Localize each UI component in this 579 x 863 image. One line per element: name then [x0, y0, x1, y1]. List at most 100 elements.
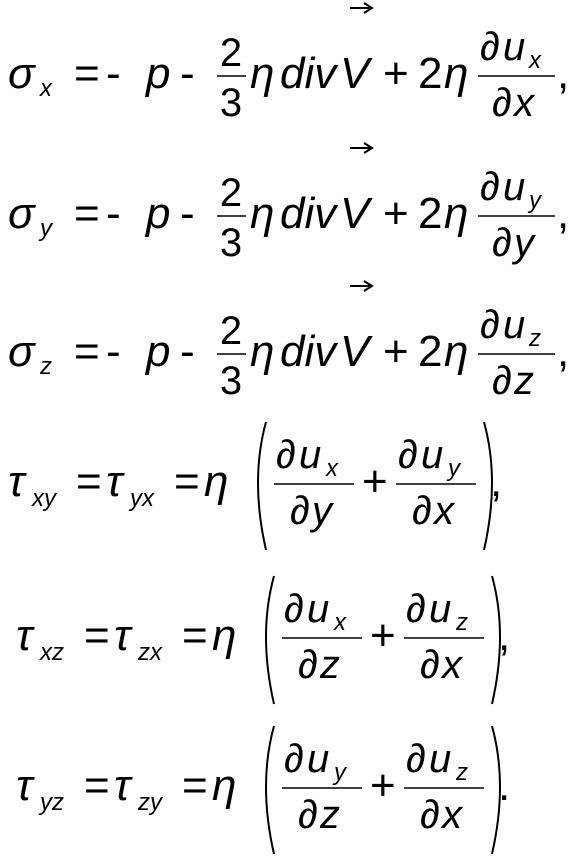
eq-sigma-y-div: div [280, 189, 339, 238]
eq-sigma-y-end-punctuation: , [557, 189, 569, 238]
eq-sigma-y-two: 2 [418, 189, 442, 238]
eq-tau-xz-term2-u: u [429, 587, 451, 631]
eq-tau-xz-term1-partial-bottom: ∂ [298, 643, 318, 687]
eq-sigma-x-two: 2 [418, 49, 442, 98]
eq-sigma-x-u-subscript: x [528, 47, 542, 74]
eq-sigma-x-u: u [503, 25, 525, 69]
eq-sigma-y-vector-arrow-head [363, 142, 374, 154]
eq-tau-xy-term1-variable: y [309, 489, 335, 533]
eq-tau-xy-mid-subscript: yx [128, 485, 155, 512]
eq-tau-yz-end-punctuation: . [498, 761, 510, 810]
eq-tau-xy-eta: η [204, 457, 228, 506]
eq-tau-xy-term2-partial-bottom: ∂ [412, 489, 432, 533]
eq-tau-xz-end-punctuation: , [498, 611, 510, 660]
eq-sigma-z-symbol: σ [8, 327, 36, 376]
eq-tau-xy-term2-u-subscript: y [446, 455, 462, 482]
eq-tau-xz-term2-u-subscript: z [455, 609, 468, 636]
eq-tau-yz-plus: + [370, 761, 396, 810]
eq-sigma-z-div: div [280, 327, 339, 376]
eq-tau-xy-symbol: τ [8, 457, 27, 506]
eq-sigma-x-div: div [280, 49, 339, 98]
eq-sigma-z-eta-1: η [250, 327, 274, 376]
eq-tau-xz-term1-partial-top: ∂ [284, 587, 304, 631]
eq-sigma-y-derivative-variable: y [511, 221, 537, 265]
eq-tau-yz-term1-variable: z [319, 793, 340, 837]
eq-tau-yz-equals-1: = [84, 761, 110, 810]
eq-tau-xy-end-punctuation: , [490, 457, 502, 506]
eq-sigma-z-u-subscript: z [528, 325, 541, 352]
eq-tau-yz-left-paren [265, 725, 275, 855]
eq-tau-xz-term1-u-subscript: x [333, 609, 347, 636]
eq-sigma-y-two-thirds-numerator: 2 [220, 171, 242, 215]
eq-sigma-x-eta-2: η [444, 49, 468, 98]
eq-sigma-y-equals: = [74, 189, 100, 238]
eq-sigma-z-pressure: p [144, 327, 170, 376]
eq-tau-xy-right-paren [483, 421, 493, 551]
eq-tau-yz-eta: η [212, 761, 236, 810]
eq-tau-yz-term2-variable: x [440, 793, 464, 837]
eq-tau-yz-symbol-2: τ [114, 761, 133, 810]
eq-sigma-y-two-thirds-denominator: 3 [220, 221, 242, 265]
eq-tau-yz-mid-subscript: zy [137, 789, 164, 816]
eq-sigma-y-u-subscript: y [527, 187, 543, 214]
eq-sigma-z-derivative-variable: z [513, 359, 534, 403]
eq-tau-xy-plus: + [362, 457, 388, 506]
eq-sigma-y-u: u [503, 165, 525, 209]
eq-sigma-x-partial-top: ∂ [480, 25, 500, 69]
eq-tau-xy-term2-variable: x [432, 489, 456, 533]
eq-sigma-z-equals: = [74, 327, 100, 376]
eq-tau-xz-left-paren [265, 575, 275, 705]
eq-tau-xz-equals-1: = [84, 611, 110, 660]
eq-sigma-x-equals: = [74, 49, 100, 98]
eq-tau-yz-term1-partial-bottom: ∂ [298, 793, 318, 837]
eq-tau-xy-equals-1: = [76, 457, 102, 506]
eq-tau-yz-term2-partial-bottom: ∂ [420, 793, 440, 837]
eq-sigma-z-end-punctuation: , [557, 327, 569, 376]
eq-sigma-z-eta-2: η [444, 327, 468, 376]
eq-sigma-x-minus-2: - [180, 49, 195, 98]
eq-sigma-x-end-punctuation: , [557, 49, 569, 98]
eq-sigma-z-two-thirds-numerator: 2 [220, 309, 242, 353]
eq-sigma-x-derivative-variable: x [512, 81, 536, 125]
eq-tau-xz-subscript: xz [39, 639, 64, 666]
eq-tau-xy-left-paren [257, 421, 267, 551]
eq-tau-xz-term2-variable: x [440, 643, 464, 687]
eq-sigma-z-two: 2 [418, 327, 442, 376]
eq-sigma-x-two-thirds-numerator: 2 [220, 31, 242, 75]
eq-tau-yz-equals-2: = [182, 761, 208, 810]
eq-tau-yz-term2-partial-top: ∂ [406, 737, 426, 781]
eq-sigma-z-partial-top: ∂ [480, 303, 500, 347]
eq-sigma-y-minus-1: - [106, 189, 121, 238]
eq-tau-xz-symbol-2: τ [114, 611, 133, 660]
eq-sigma-y-subscript: y [38, 215, 54, 242]
eq-sigma-x-vector-v: V [340, 49, 373, 98]
eq-sigma-z-vector-arrow-head [363, 280, 374, 292]
eq-sigma-z-minus-2: - [180, 327, 195, 376]
eq-sigma-z-two-thirds-denominator: 3 [220, 359, 242, 403]
eq-tau-xz-term2-partial-top: ∂ [406, 587, 426, 631]
eq-tau-xy-symbol-2: τ [106, 457, 125, 506]
eq-tau-yz-term1-u: u [307, 737, 329, 781]
eq-sigma-z-vector-v: V [340, 327, 373, 376]
eq-sigma-z-u: u [503, 303, 525, 347]
eq-tau-yz-right-paren [491, 725, 501, 855]
eq-tau-xz-equals-2: = [182, 611, 208, 660]
eq-sigma-x-pressure: p [144, 49, 170, 98]
eq-sigma-y-eta-2: η [444, 189, 468, 238]
eq-tau-xy-term1-u: u [299, 433, 321, 477]
eq-tau-xz-eta: η [212, 611, 236, 660]
eq-tau-xz-mid-subscript: zx [137, 639, 163, 666]
eq-tau-xz-term2-partial-bottom: ∂ [420, 643, 440, 687]
eq-tau-yz-term1-u-subscript: y [332, 759, 348, 786]
eq-tau-xz-term1-u: u [307, 587, 329, 631]
eq-tau-xy-subscript: xy [31, 485, 58, 512]
eq-sigma-y-partial-bottom: ∂ [492, 221, 512, 265]
eq-tau-yz-subscript: yz [38, 789, 64, 816]
eq-tau-xy-term2-u: u [421, 433, 443, 477]
eq-sigma-x-symbol: σ [8, 49, 36, 98]
eq-sigma-x-plus: + [383, 49, 409, 98]
eq-tau-xz-right-paren [491, 575, 501, 705]
eq-tau-xy-term1-u-subscript: x [325, 455, 339, 482]
eq-sigma-x-eta-1: η [250, 49, 274, 98]
